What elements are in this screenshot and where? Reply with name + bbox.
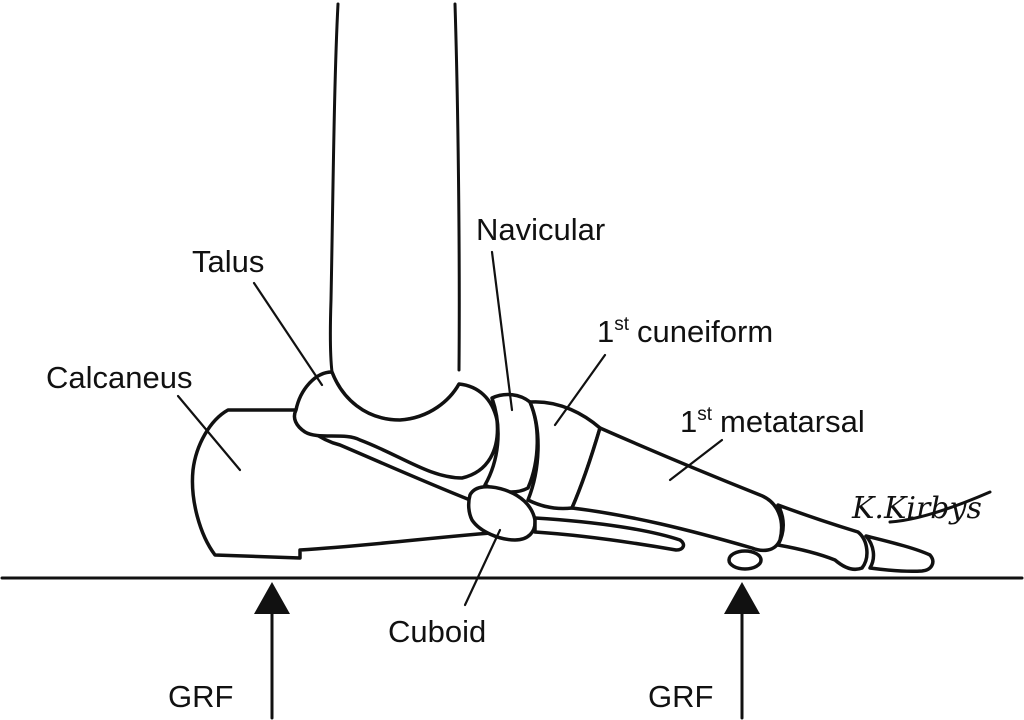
calcaneus-label: Calcaneus [46, 360, 192, 395]
metatarsal-leader-line [668, 438, 724, 482]
cuneiform-leader-line [553, 353, 607, 427]
navicular-leader-line [490, 250, 514, 412]
grf-arrow-rear [254, 582, 290, 720]
calcaneus-leader-line [176, 394, 242, 472]
cuboid-leader-line [463, 528, 502, 607]
artist-signature: K.Kirbys [851, 490, 992, 526]
tibia-outline [328, 2, 461, 422]
navicular-bone [483, 392, 539, 494]
navicular-label: Navicular [476, 212, 605, 247]
talus-leader-line [252, 281, 324, 387]
cuboid-bone [466, 484, 537, 542]
grf-arrow-front [724, 582, 760, 720]
lateral-metatarsal-bone [533, 516, 686, 552]
proximal-phalanx-bone [776, 503, 869, 572]
sesamoid-bone [727, 549, 763, 571]
distal-phalanx-bone [864, 534, 935, 573]
first-metatarsal-bone [570, 426, 784, 553]
grf-rear-label: GRF [168, 679, 233, 714]
calcaneus-bone [190, 408, 532, 560]
grf-front-label: GRF [648, 679, 713, 714]
cuboid-label: Cuboid [388, 614, 486, 649]
talus-label: Talus [192, 244, 264, 279]
svg-text:K.Kirbys: K.Kirbys [851, 491, 982, 526]
